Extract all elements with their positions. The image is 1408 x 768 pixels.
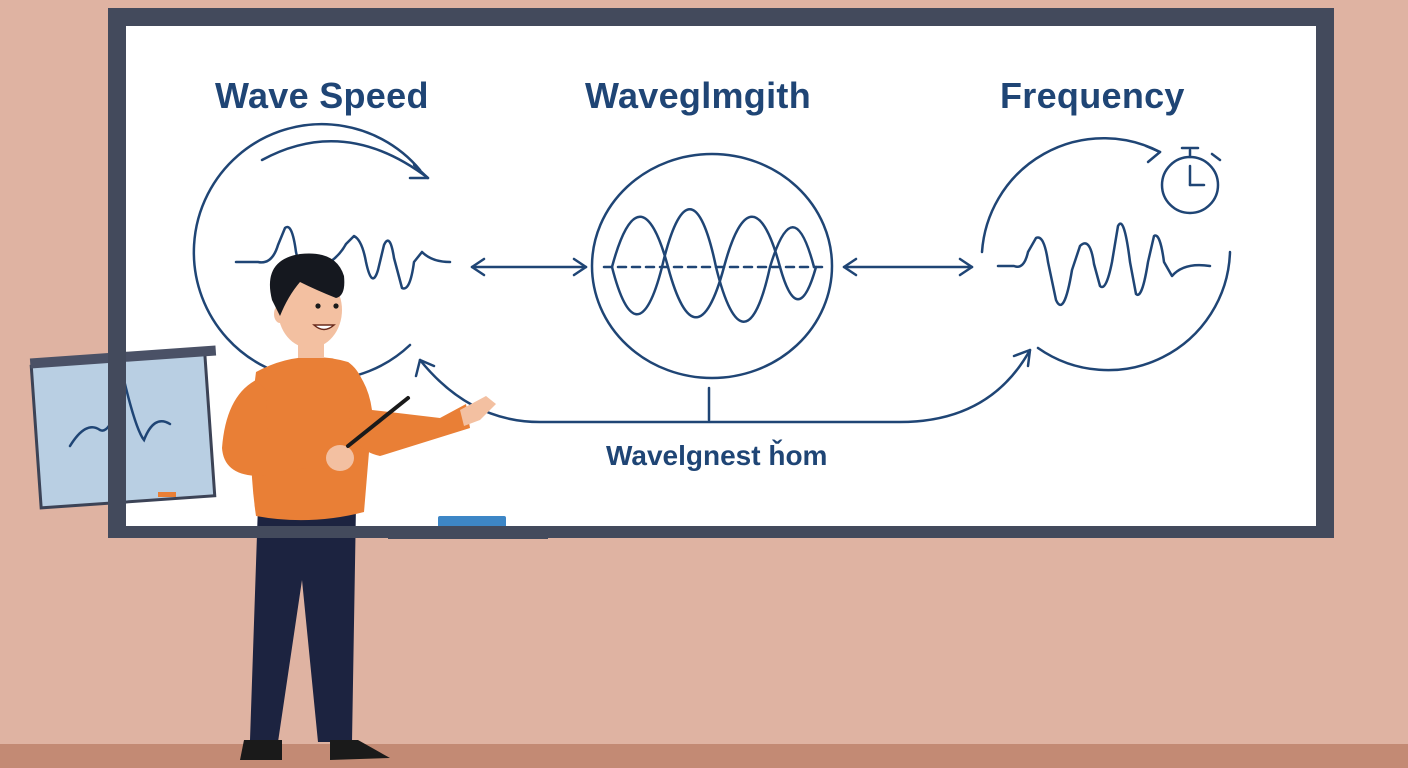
speed-top-arrowhead — [408, 163, 430, 180]
wavelength-wave-2 — [610, 208, 816, 323]
frequency-wave — [996, 222, 1212, 307]
whiteboard-frame — [108, 8, 1334, 538]
wavelength-circle — [590, 152, 834, 380]
wavelength-title: Waveglmgith — [585, 75, 811, 116]
frequency-diagram — [980, 137, 1232, 372]
floor — [0, 744, 1408, 768]
speed-wave — [234, 225, 452, 290]
pointer-stick — [346, 396, 410, 448]
frequency-lower-arc — [1036, 250, 1232, 372]
wave-speed-title: Wave Speed — [215, 75, 429, 116]
bottom-caption: Wavelgnest ȟom — [606, 440, 828, 471]
frequency-title: Frequency — [1000, 75, 1185, 116]
wavelength-wave-1 — [610, 215, 818, 319]
presenter-pants — [250, 505, 356, 742]
wavelength-diagram — [590, 152, 834, 422]
connector-arrows — [414, 257, 1032, 424]
presenter — [222, 253, 496, 760]
presenter-sweater — [251, 356, 371, 521]
presenter-hair — [269, 253, 345, 316]
frequency-circle-arc — [980, 137, 1162, 254]
speed-top-arrow — [260, 140, 430, 180]
bottom-loop-arrow — [418, 348, 1032, 424]
